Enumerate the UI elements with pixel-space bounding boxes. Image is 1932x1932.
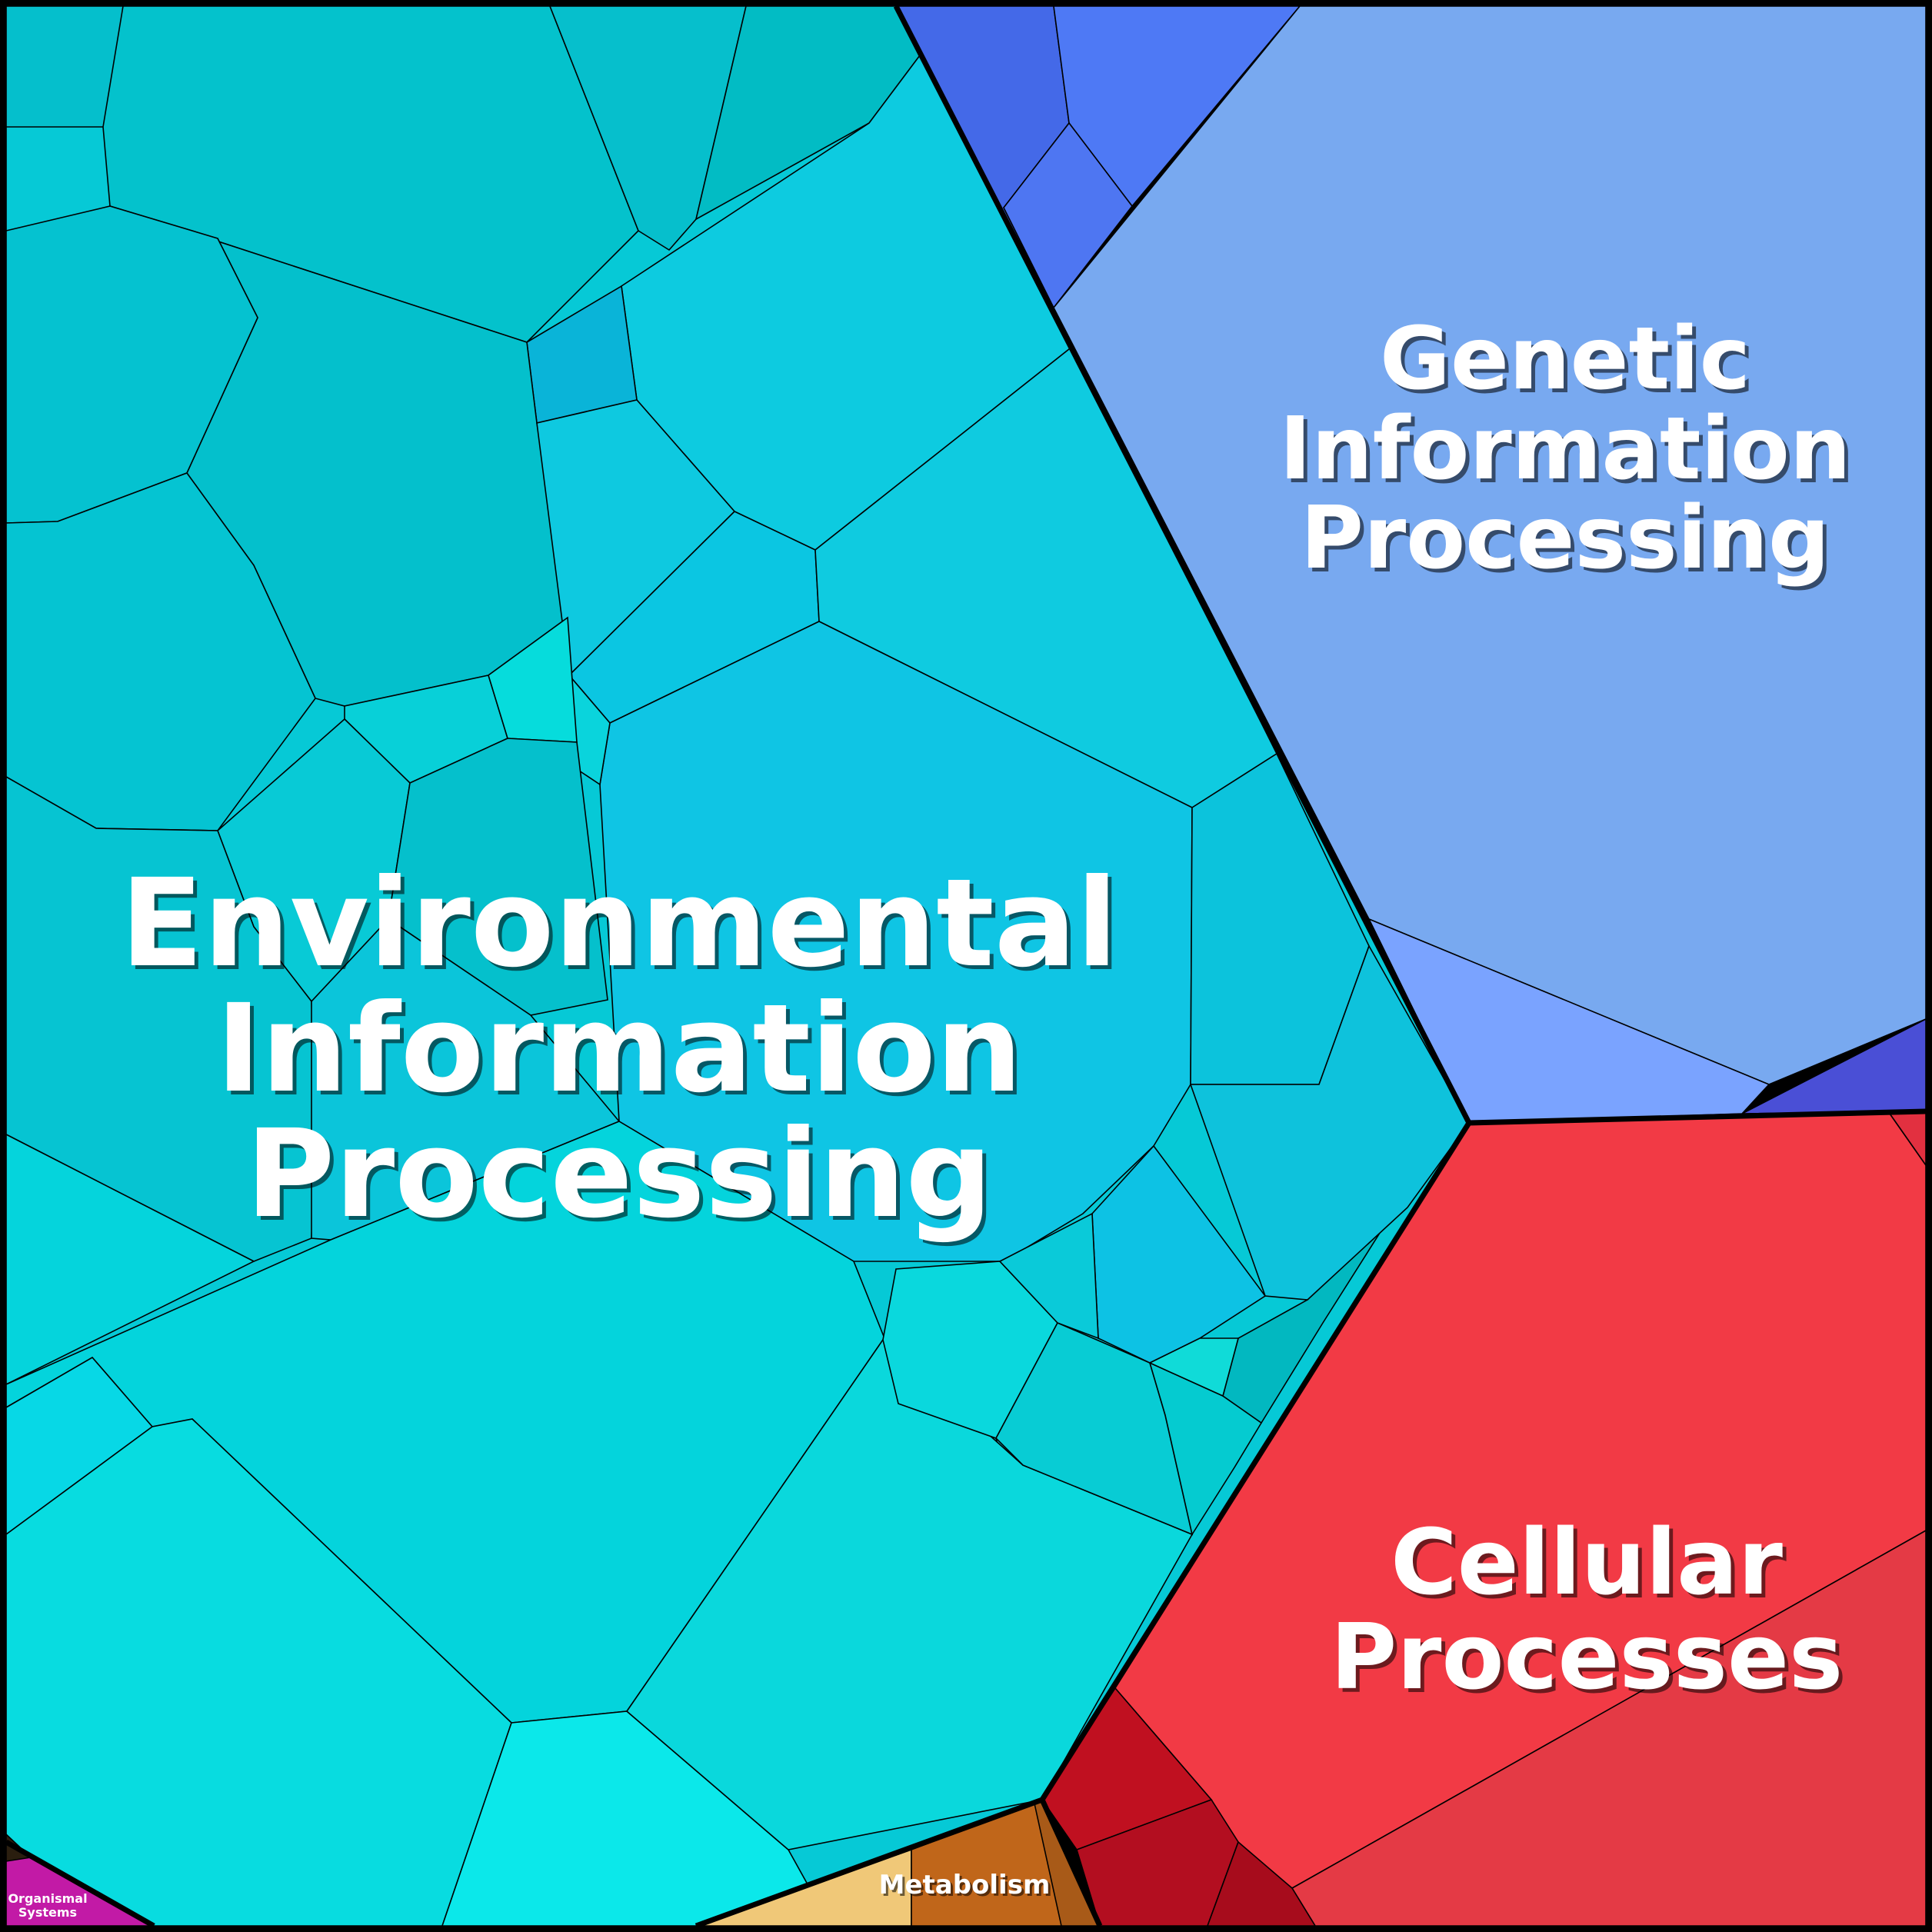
label-cellular-line-1: Cellular [1391, 1509, 1783, 1615]
label-genetic-shadow-1: Genetic [1384, 313, 1754, 413]
cell-environmental[interactable] [1189, 944, 1470, 1301]
label-metabolism: Metabolism [879, 1870, 1051, 1900]
cell-environmental[interactable] [1148, 1337, 1240, 1397]
label-environmental-line-3: Processing [246, 1104, 993, 1245]
label-metabolism-shadow: Metabolism [881, 1872, 1053, 1903]
label-organismal-line-2: Systems [18, 1905, 77, 1920]
label-organismal-line-1: Organismal [8, 1891, 87, 1906]
label-environmental-shadow-2: Information [220, 982, 1026, 1124]
label-cellular-line-2: Processes [1331, 1604, 1843, 1710]
label-metabolism: Metabolism Metabolism [879, 1870, 1053, 1903]
label-organismal: Organismal Systems [8, 1891, 87, 1920]
cell-environmental[interactable] [5, 1133, 255, 1386]
label-environmental-shadow-1: Environmental [124, 857, 1121, 998]
label-environmental-line-2: Information [216, 978, 1022, 1120]
label-genetic-line-2: Information [1279, 399, 1850, 499]
label-genetic-shadow-3: Processing [1304, 492, 1834, 592]
label-cellular: Cellular Cellular Processes Processes [1331, 1509, 1847, 1714]
label-genetic-line-1: Genetic [1380, 309, 1750, 409]
label-environmental: Environmental Environmental Information … [120, 853, 1121, 1249]
label-environmental-line-1: Environmental [120, 853, 1118, 994]
label-cellular-shadow-1: Cellular [1394, 1513, 1787, 1619]
label-cellular-shadow-2: Processes [1334, 1607, 1847, 1714]
region-cellular[interactable] [1041, 1111, 1927, 1927]
label-genetic-shadow-2: Information [1283, 403, 1854, 503]
label-genetic: Genetic Genetic Information Information … [1279, 309, 1854, 592]
cell-environmental[interactable] [998, 1212, 1099, 1340]
label-environmental-shadow-3: Processing [250, 1108, 997, 1249]
region-genetic[interactable] [894, 5, 1927, 1124]
labels: Environmental Environmental Information … [8, 309, 1854, 1920]
cell-genetic[interactable] [1003, 122, 1134, 309]
region-environmental[interactable] [0, 0, 1470, 1927]
cell-cellular[interactable] [1206, 1840, 1317, 1927]
cell-environmental[interactable] [548, 5, 748, 251]
label-genetic-line-3: Processing [1301, 488, 1830, 588]
